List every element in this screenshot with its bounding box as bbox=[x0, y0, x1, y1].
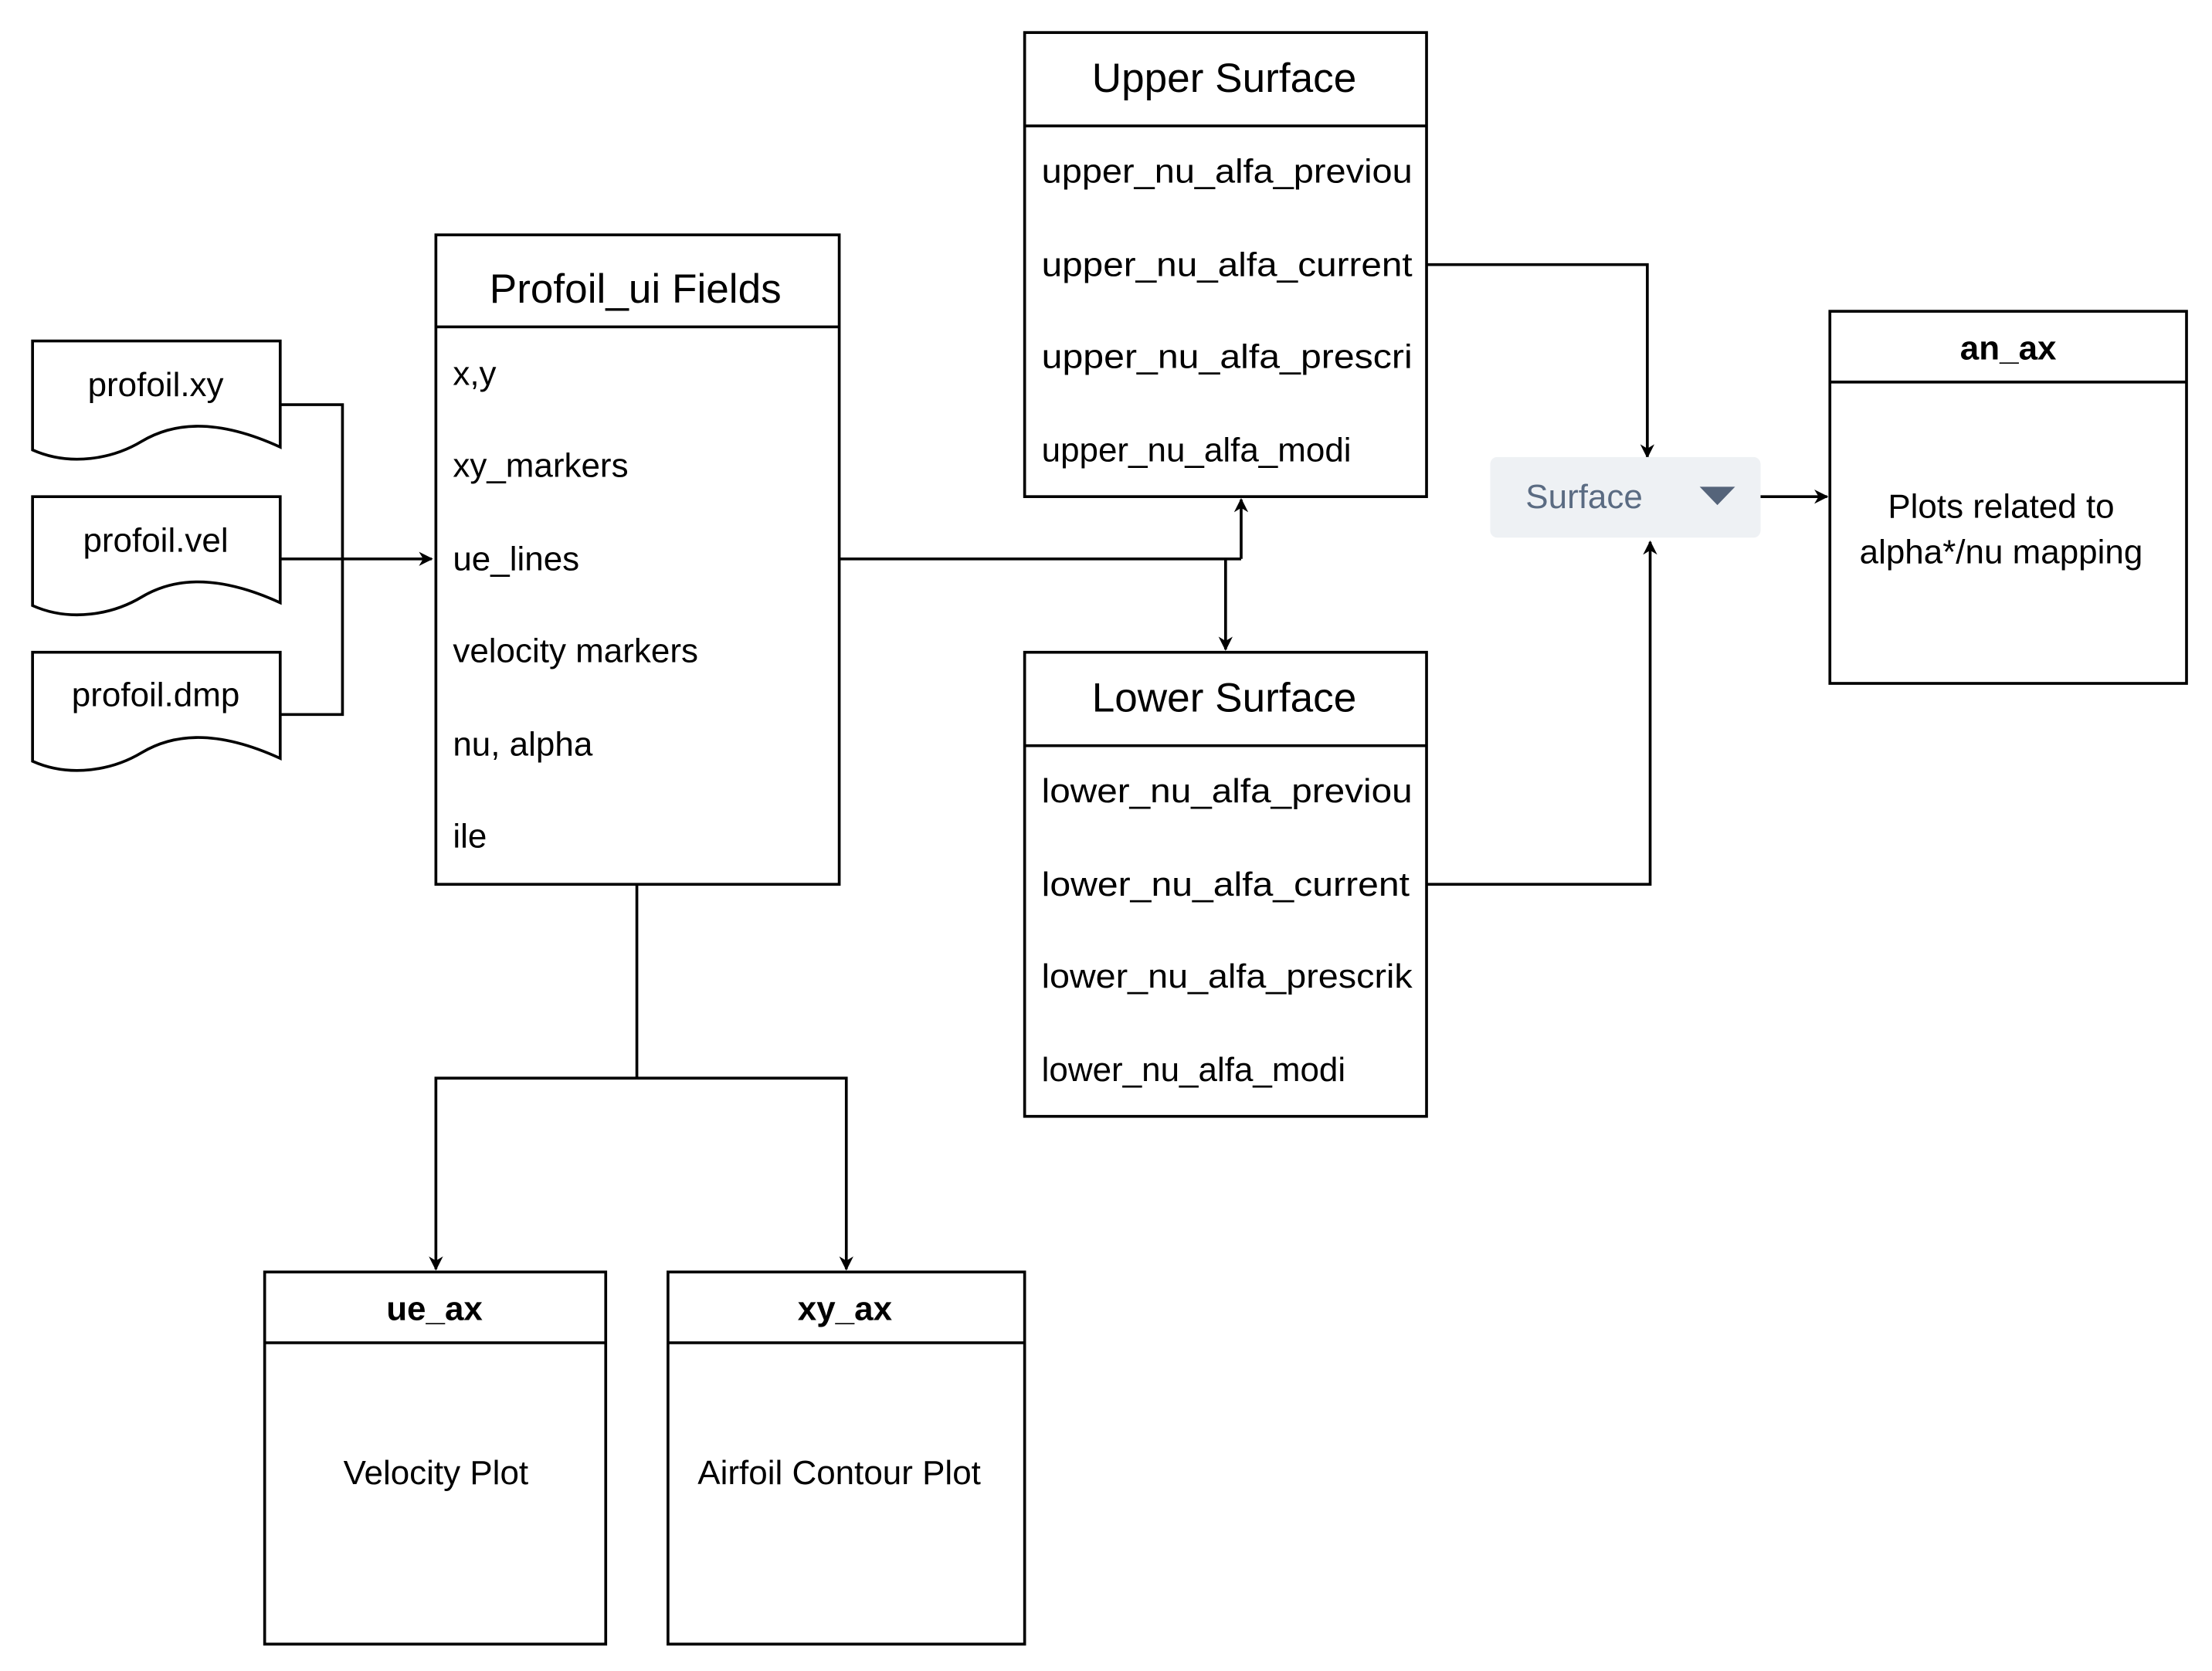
connector-xy bbox=[280, 403, 344, 559]
field-item: upper_nu_alfa_current bbox=[1042, 246, 1413, 283]
ue-ax-title: ue_ax bbox=[386, 1290, 483, 1328]
an-ax-box: an_ax Plots related to alpha*/nu mapping bbox=[1828, 310, 2188, 685]
xy-ax-box: xy_ax Airfoil Contour Plot bbox=[667, 1270, 1026, 1646]
file-profoil-xy: profoil.xy bbox=[31, 339, 282, 461]
field-item: velocity markers bbox=[453, 632, 698, 670]
chevron-down-icon[interactable] bbox=[1699, 486, 1735, 506]
an-ax-description-line1: Plots related to bbox=[1888, 488, 2114, 526]
lower-surface-box: Lower Surface lower_nu_alfa_previou lowe… bbox=[1023, 650, 1428, 1118]
file-label: profoil.dmp bbox=[72, 676, 240, 713]
field-item: lower_nu_alfa_previou bbox=[1042, 772, 1413, 810]
ue-ax-description: Velocity Plot bbox=[344, 1454, 529, 1492]
field-item: lower_nu_alfa_current bbox=[1042, 866, 1410, 903]
lower-surface-title: Lower Surface bbox=[1092, 676, 1357, 721]
field-item: nu, alpha bbox=[453, 725, 592, 763]
connector-dmp bbox=[280, 558, 344, 717]
an-ax-description-line2: alpha*/nu mapping bbox=[1860, 533, 2143, 571]
connector-to-ue-ax bbox=[429, 1076, 637, 1271]
file-profoil-vel: profoil.vel bbox=[31, 495, 282, 617]
field-item: ile bbox=[453, 818, 487, 856]
field-item: x,y bbox=[453, 354, 496, 392]
xy-ax-description: Airfoil Contour Plot bbox=[697, 1454, 981, 1492]
field-item: lower_nu_alfa_modi bbox=[1042, 1051, 1346, 1089]
connector-to-xy-ax bbox=[636, 1076, 853, 1271]
field-item: xy_markers bbox=[453, 447, 628, 485]
upper-surface-box: Upper Surface upper_nu_alfa_previou uppe… bbox=[1023, 31, 1428, 498]
upper-surface-title: Upper Surface bbox=[1092, 56, 1357, 101]
ue-ax-box: ue_ax Velocity Plot bbox=[263, 1270, 608, 1646]
surface-dropdown-value[interactable]: Surface bbox=[1525, 478, 1643, 516]
field-item: upper_nu_alfa_modi bbox=[1042, 431, 1352, 469]
field-item: ue_lines bbox=[453, 540, 579, 578]
xy-ax-title: xy_ax bbox=[798, 1290, 893, 1328]
connector-upper-to-dropdown bbox=[1427, 263, 1655, 459]
field-item: lower_nu_alfa_prescrik bbox=[1042, 958, 1413, 995]
field-item: upper_nu_alfa_previou bbox=[1042, 152, 1413, 190]
profoil-ui-title: Profoil_ui Fields bbox=[490, 266, 782, 312]
an-ax-title: an_ax bbox=[1960, 329, 2057, 367]
connectors bbox=[280, 263, 1829, 1271]
field-item: upper_nu_alfa_prescri bbox=[1042, 337, 1413, 375]
file-label: profoil.vel bbox=[83, 522, 228, 560]
file-profoil-dmp: profoil.dmp bbox=[31, 650, 282, 772]
surface-dropdown[interactable]: Surface bbox=[1490, 456, 1761, 538]
connector-lower-to-dropdown bbox=[1427, 540, 1657, 886]
file-label: profoil.xy bbox=[88, 366, 224, 404]
profoil-ui-fields-box: Profoil_ui Fields x,y xy_markers ue_line… bbox=[434, 233, 841, 886]
